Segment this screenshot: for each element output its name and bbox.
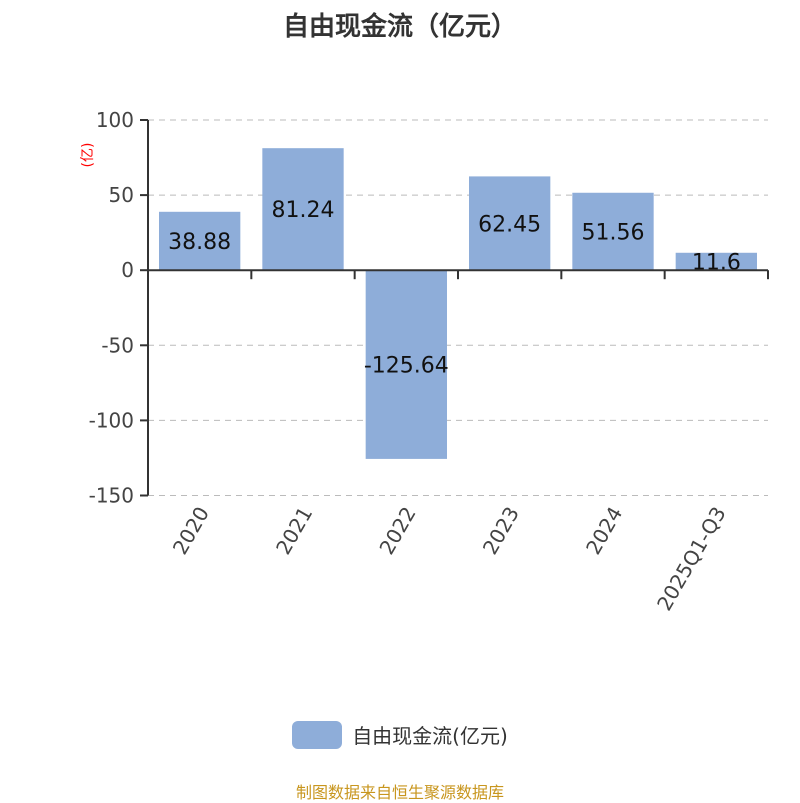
y-tick-label: -50 [101,333,134,357]
bar-chart: 100 50 0 -50 -100 -150 (亿) 38.88 2020 81.24 2021 -1… [80,108,769,615]
x-tick-label: 2024 [581,503,627,559]
bar-2025Q1-Q3 [675,252,757,271]
x-tick-label: 2021 [271,503,317,559]
chart-title: 自由现金流（亿元） [282,12,517,42]
legend-swatch [292,720,343,749]
x-tick-label: 2023 [478,503,524,559]
legend-label: 自由现金流(亿元) [352,724,508,748]
y-tick-label: 100 [96,108,134,132]
y-tick-label: -100 [89,408,134,432]
y-tick-label: 50 [109,183,134,207]
y-tick-label: -150 [89,484,134,508]
x-tick-label: 2025Q1-Q3 [652,503,731,615]
y-tick-label: 0 [121,258,134,282]
bar-2024 [572,192,654,271]
legend[interactable]: 自由现金流(亿元) [0,720,800,749]
y-axis-label: (亿) [80,143,96,168]
bar-2023 [469,176,551,271]
data-label: 62.45 [478,212,541,237]
data-label: -125.64 [364,354,449,379]
source-note: 制图数据来自恒生聚源数据库 [295,783,504,802]
data-label: 11.6 [692,250,741,275]
data-label: 81.24 [272,198,335,223]
x-tick-label: 2020 [168,503,214,559]
x-tick-label: 2022 [374,503,420,559]
data-label: 51.56 [582,220,645,245]
bar-2022 [365,270,447,459]
data-label: 38.88 [168,230,231,255]
bar-2020 [159,211,241,271]
bar-2021 [262,148,344,271]
